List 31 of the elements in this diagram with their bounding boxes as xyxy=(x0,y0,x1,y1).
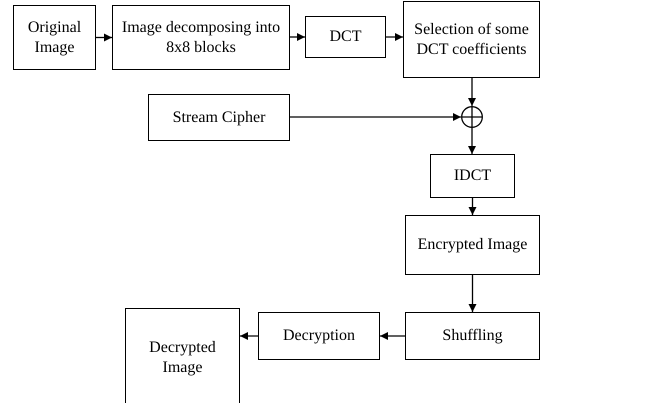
arrow xyxy=(468,198,476,215)
process-box xyxy=(403,1,540,78)
process-box xyxy=(405,215,540,275)
process-box xyxy=(305,16,386,58)
box-label: IDCT xyxy=(454,166,492,186)
arrow xyxy=(386,33,403,41)
process-box xyxy=(125,308,240,403)
xor-symbol xyxy=(461,106,483,128)
process-box xyxy=(13,5,96,70)
box-label: Shuffling xyxy=(442,326,503,346)
box-label: Encrypted Image xyxy=(418,235,528,255)
box-label: Selection of some DCT coefficients xyxy=(413,20,530,60)
arrow xyxy=(96,34,112,42)
process-box xyxy=(258,312,380,360)
arrow xyxy=(290,33,305,41)
arrow xyxy=(240,332,258,340)
box-label: Decrypted Image xyxy=(148,338,217,378)
box-label: Original Image xyxy=(26,18,82,58)
box-label: Decryption xyxy=(283,326,355,346)
process-box xyxy=(148,94,290,141)
process-box xyxy=(405,312,540,360)
arrow xyxy=(290,113,461,121)
process-box xyxy=(112,5,290,70)
arrow xyxy=(468,78,476,106)
box-label: DCT xyxy=(330,27,362,47)
arrow xyxy=(468,128,476,154)
process-box xyxy=(430,154,515,198)
box-label: Stream Cipher xyxy=(172,108,266,128)
arrow xyxy=(468,275,476,312)
box-label: Image decomposing into 8x8 blocks xyxy=(120,18,282,58)
arrow xyxy=(380,332,405,340)
